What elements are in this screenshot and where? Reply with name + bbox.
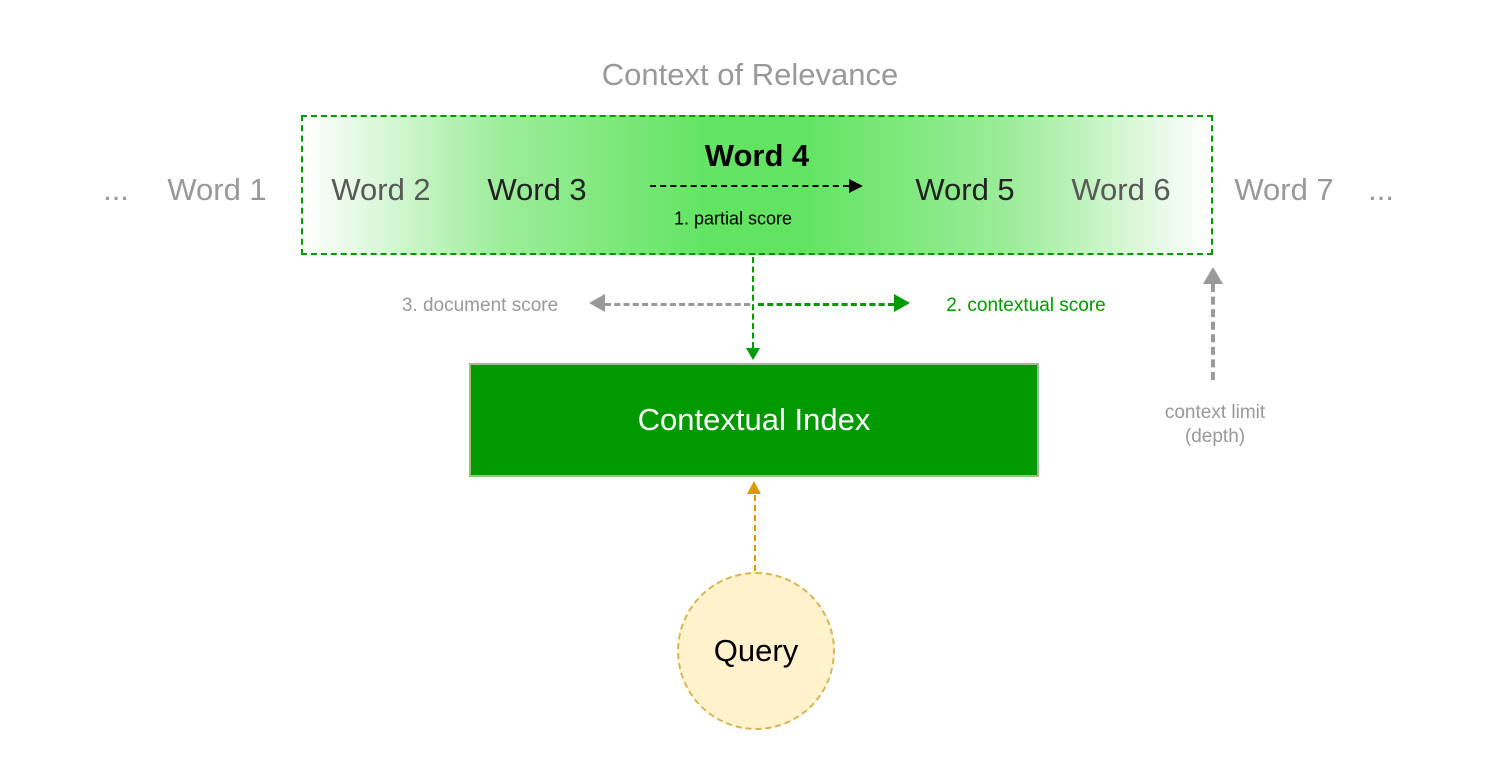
context-limit-label-line2: (depth)	[1184, 426, 1246, 447]
word-5: Word 5	[915, 171, 1015, 207]
document-score-label: 3. document score	[401, 295, 559, 316]
box-to-index-arrowhead-icon	[746, 348, 760, 360]
query-to-index-arrowhead-icon	[747, 481, 761, 494]
word-7: Word 7	[1234, 171, 1334, 207]
diagram-title: Context of Relevance	[601, 57, 899, 92]
query-node: Query	[677, 572, 835, 730]
contextual-score-arrowhead-icon	[894, 294, 910, 312]
ellipsis-right: ...	[1368, 171, 1394, 207]
document-score-arrow-line	[605, 303, 750, 306]
query-to-index-arrow-line	[754, 495, 756, 571]
query-label: Query	[713, 633, 799, 668]
partial-score-label: 1. partial score	[673, 208, 793, 229]
context-limit-arrowhead-icon	[1203, 267, 1223, 284]
contextual-index-node: Contextual Index	[469, 363, 1039, 477]
box-to-index-arrow-line	[752, 257, 754, 348]
partial-score-arrowhead-icon	[849, 179, 863, 193]
context-limit-label: context limit (depth)	[1165, 401, 1265, 449]
word-2: Word 2	[331, 171, 431, 207]
contextual-score-label: 2. contextual score	[946, 295, 1106, 316]
contextual-score-arrow-line	[758, 303, 894, 306]
document-score-arrowhead-icon	[589, 294, 605, 312]
context-limit-arrow-line	[1211, 284, 1215, 380]
ellipsis-left: ...	[103, 171, 129, 207]
partial-score-arrow-line	[650, 185, 849, 187]
context-limit-label-line1: context limit	[1164, 402, 1266, 423]
word-1: Word 1	[167, 171, 267, 207]
word-6: Word 6	[1071, 171, 1171, 207]
word-4-query-term: Word 4	[704, 137, 810, 173]
word-3: Word 3	[487, 171, 587, 207]
contextual-index-label: Contextual Index	[637, 402, 871, 437]
